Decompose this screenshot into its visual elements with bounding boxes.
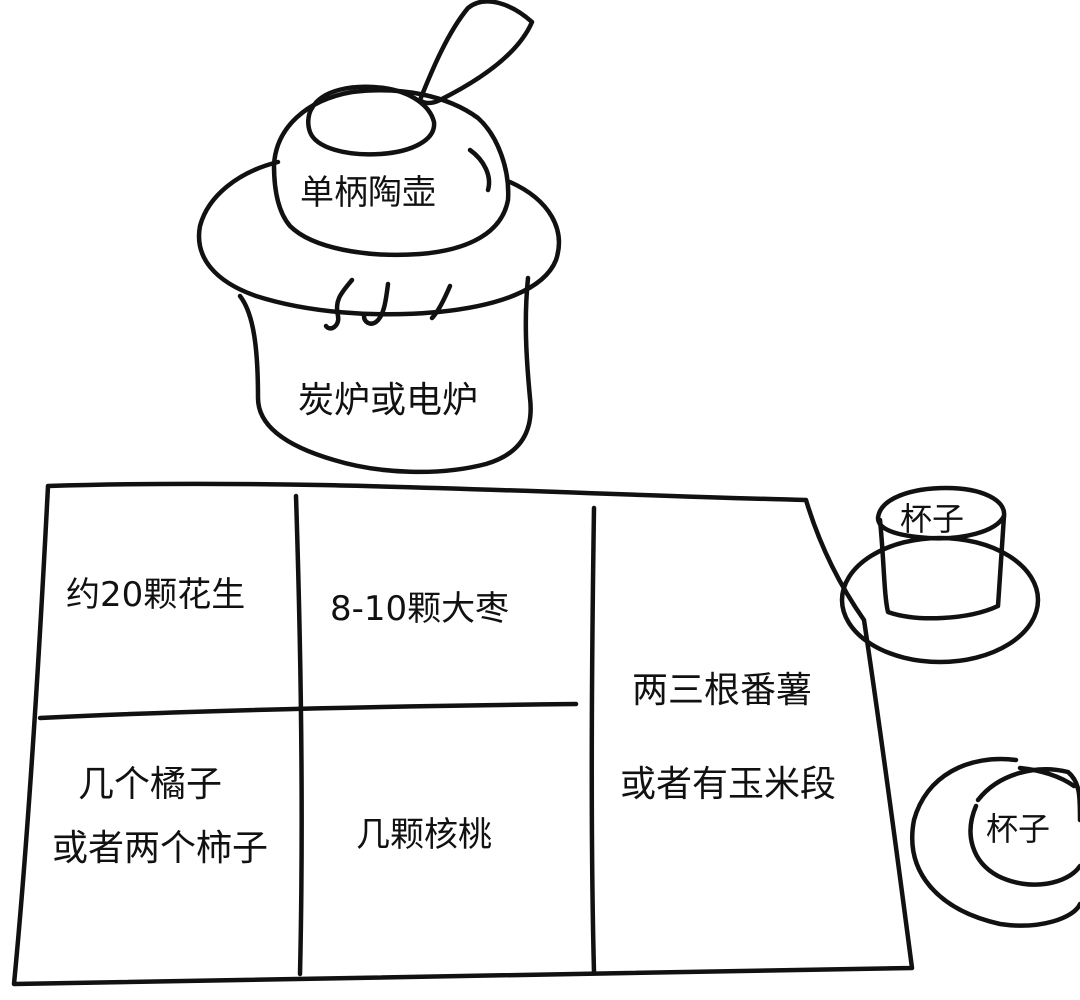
tray-cell-sweetpotato-line2: 或者有玉米段: [620, 764, 836, 805]
pot-handle: [417, 0, 535, 106]
stove-rim: [196, 159, 562, 317]
pot-label: 单柄陶壶: [300, 173, 436, 213]
tray-divider-v2: [589, 505, 597, 975]
tray-cell-oranges-line1: 几个橘子: [78, 764, 222, 805]
heat-wave-3: [429, 283, 453, 321]
pot-lid: [306, 84, 437, 157]
pot-shoulder-stroke: [467, 147, 492, 193]
cup-2-saucer: [910, 756, 1080, 928]
tray-cell-oranges-line2: 或者两个柿子: [52, 828, 268, 869]
cup-1-body: [877, 513, 1007, 621]
tray-cell-peanuts: 约20颗花生: [66, 575, 245, 615]
heat-wave-2: [361, 281, 391, 326]
stove-label: 炭炉或电炉: [298, 380, 478, 421]
cup-2-inner-rim: [1017, 765, 1077, 789]
cup-1-label: 杯子: [900, 500, 964, 538]
tray-border: [11, 481, 915, 987]
cup-2-body: [968, 767, 1080, 887]
tray-cell-sweetpotato-line1: 两三根番薯: [632, 670, 812, 711]
tray-divider-v1: [293, 493, 304, 977]
tray-cell-walnuts: 几颗核桃: [356, 815, 492, 855]
cup-2-label: 杯子: [986, 810, 1050, 848]
pot-body: [271, 88, 511, 258]
cup-1-rim: [875, 485, 1007, 541]
tray-cell-dates: 8-10颗大枣: [330, 589, 509, 629]
cup-1-saucer: [839, 535, 1041, 665]
heat-wave-1: [323, 277, 355, 331]
tray-divider-h: [37, 701, 579, 721]
stove-body: [237, 275, 533, 475]
